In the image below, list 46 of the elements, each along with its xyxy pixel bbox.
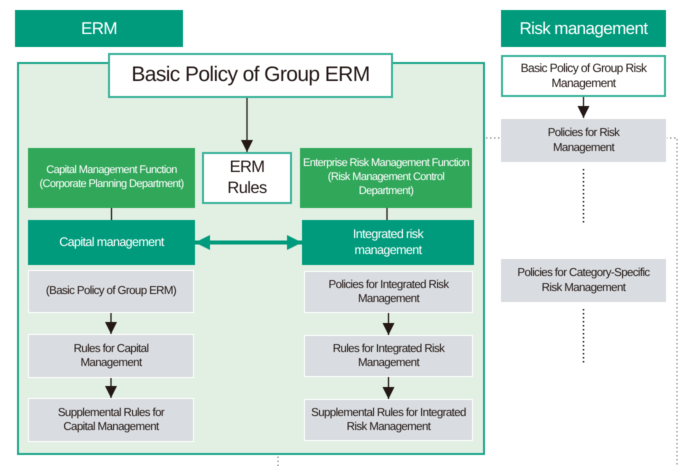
document-box <box>28 270 194 313</box>
node-text: Risk management <box>519 18 648 40</box>
document-box <box>28 398 194 442</box>
function-box <box>28 148 195 208</box>
node-text: Capital management <box>59 234 164 250</box>
arrow <box>578 97 590 118</box>
document-box <box>500 118 667 163</box>
dotted-line <box>582 169 584 224</box>
node-text: Capital Management Function (Corporate Planning Department) <box>38 164 185 192</box>
node-text: ERM <box>81 18 117 40</box>
node-text: (Basic Policy of Group ERM) <box>46 284 176 299</box>
document-box <box>304 335 473 377</box>
node-text: Policies for Integrated Risk Management <box>328 278 450 306</box>
double-arrow <box>195 235 302 250</box>
document-box <box>304 271 473 313</box>
node-text: Enterprise Risk Management Function (Risk Management Control Department) <box>302 157 470 199</box>
section-header <box>15 10 183 47</box>
section-header <box>501 10 666 47</box>
node-text: Basic Policy of Group Risk Management <box>520 61 648 91</box>
node-text: Policies for Risk Management <box>546 126 621 155</box>
node-text: Basic Policy of Group ERM <box>131 62 370 88</box>
group-panel <box>17 62 485 455</box>
management-box <box>302 220 474 265</box>
node-text: Policies for Category-Specific Risk Management <box>516 266 651 295</box>
connector-line <box>386 208 388 220</box>
arrow <box>241 98 253 152</box>
document-box <box>28 334 194 378</box>
arrow <box>382 377 394 399</box>
function-box <box>300 148 472 208</box>
node-text: Integrated risk management <box>352 226 425 258</box>
document-box <box>500 258 667 303</box>
node-text: Rules for Capital Management <box>72 342 150 370</box>
arrow <box>105 378 117 398</box>
management-box <box>28 220 195 265</box>
arrow <box>382 313 394 335</box>
node-text: ERM Rules <box>226 157 268 199</box>
rules-box <box>202 152 292 204</box>
connector-line <box>110 208 112 220</box>
arrow <box>105 313 117 334</box>
document-box <box>304 399 473 441</box>
node-text: Supplemental Rules for Capital Management <box>56 406 166 434</box>
policy-box <box>108 53 393 98</box>
dotted-line <box>582 309 584 364</box>
node-text: Supplemental Rules for Integrated Risk Management <box>310 406 467 434</box>
policy-box <box>501 55 666 97</box>
node-text: Rules for Integrated Risk Management <box>332 342 446 370</box>
